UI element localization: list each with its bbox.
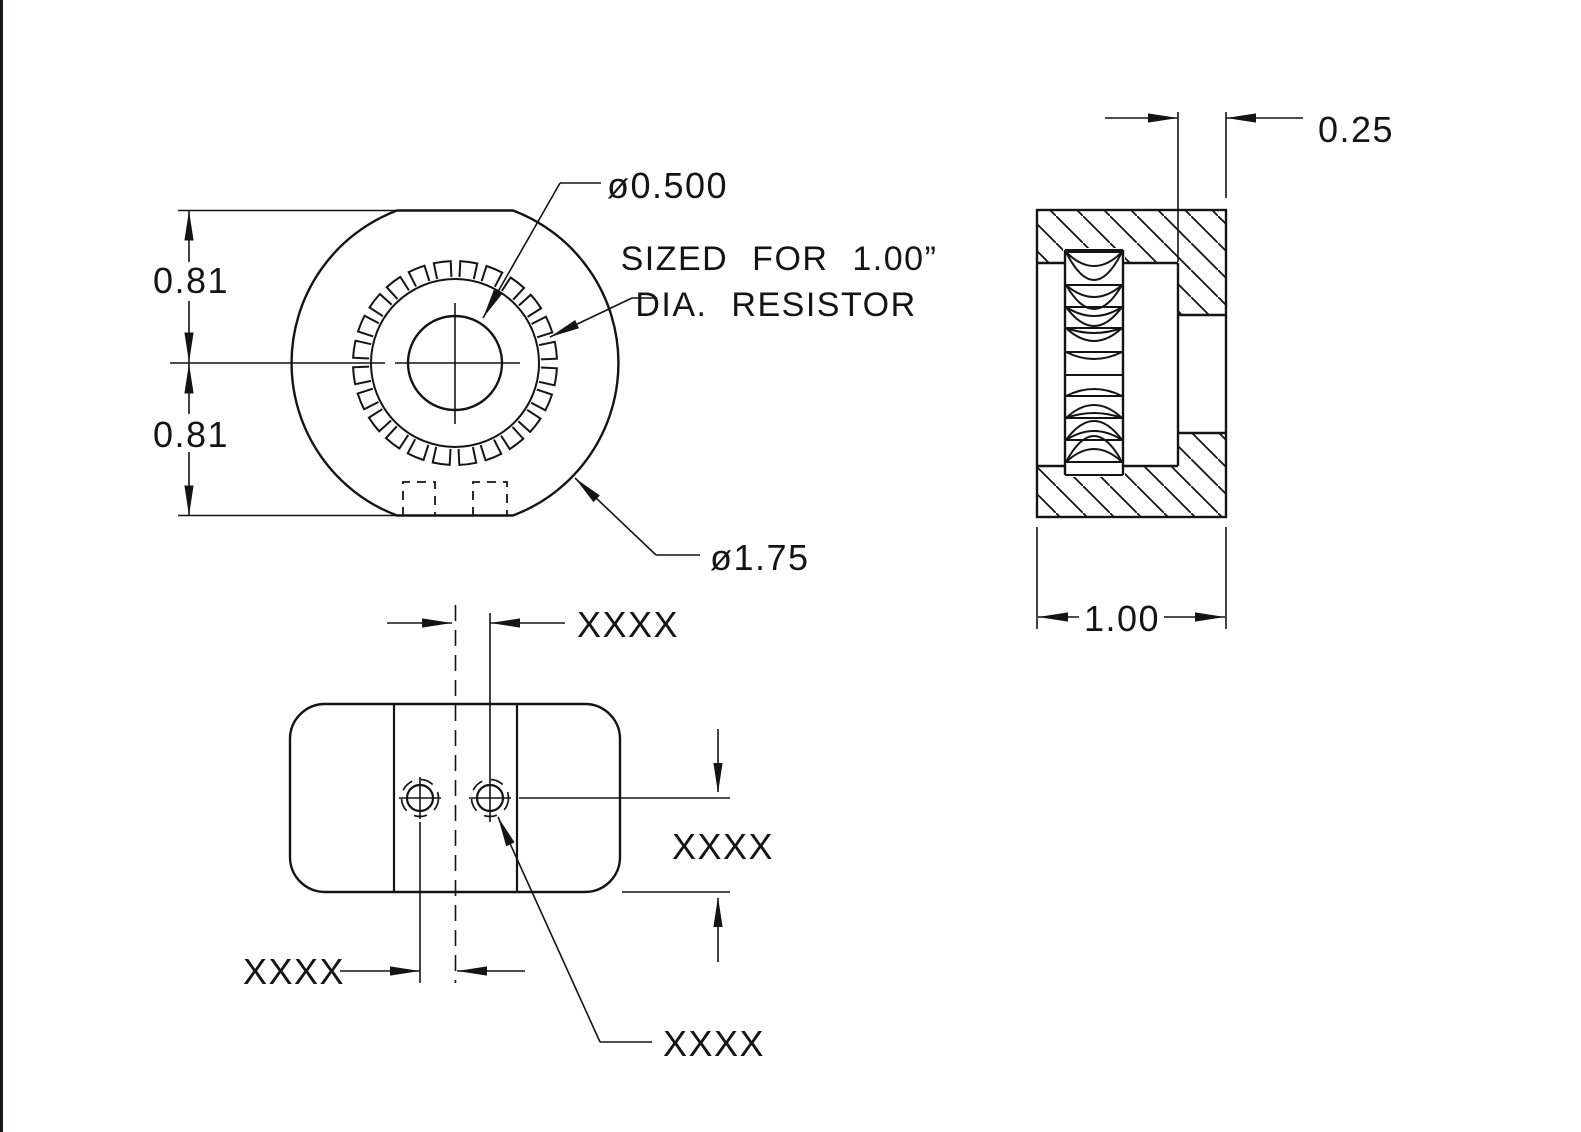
arrowhead xyxy=(490,618,520,628)
thread-arc xyxy=(1065,284,1123,310)
dim-label-lower-half: 0.81 xyxy=(153,414,229,455)
labels: 0.81 0.81 ø0.500 SIZED FOR 1.00” DIA. RE… xyxy=(153,109,1394,1064)
serrated-bore-mask xyxy=(1063,248,1125,477)
serration-tooth xyxy=(517,408,542,434)
thread-arc xyxy=(1065,251,1123,281)
arrowhead xyxy=(498,817,515,847)
serration-tooth xyxy=(407,264,431,287)
arrowhead xyxy=(457,966,487,976)
thread-arc xyxy=(1065,388,1123,397)
serration-tooth xyxy=(368,292,393,318)
dim-label-bottomleft-xxxx: XXXX xyxy=(243,951,345,992)
arrowhead xyxy=(184,485,194,516)
serration-tooth xyxy=(406,438,430,462)
arrowhead xyxy=(1038,612,1068,622)
serration-tooth xyxy=(480,264,504,288)
serration-tooth xyxy=(352,339,372,360)
arrowhead xyxy=(184,363,194,394)
side-view-edges xyxy=(1035,208,1228,519)
serration-tooth xyxy=(432,260,453,280)
thread-arc xyxy=(1065,412,1123,419)
serration-tooth xyxy=(500,276,526,301)
front-outline xyxy=(290,209,620,517)
hidden-notch-right xyxy=(472,481,508,516)
serration-teeth xyxy=(352,260,558,466)
side-view xyxy=(1035,208,1228,519)
serration-tooth xyxy=(384,425,410,450)
thread-arc xyxy=(1065,404,1123,419)
arrowhead xyxy=(483,289,502,318)
serration-tooth xyxy=(518,293,543,318)
arrowhead xyxy=(713,897,723,927)
serrated-bore-section xyxy=(1065,249,1123,476)
serration-tooth xyxy=(479,439,503,462)
serration-tooth xyxy=(431,446,452,466)
arrowheads xyxy=(184,113,1256,976)
thread-arc xyxy=(1065,430,1123,441)
hidden-notch-left xyxy=(402,481,436,516)
arrowhead xyxy=(184,332,194,363)
arrowhead xyxy=(1226,113,1256,123)
dim-line xyxy=(497,816,601,1043)
serration-tooth xyxy=(531,315,554,339)
serration-tooth xyxy=(356,387,379,411)
thread-arc xyxy=(1065,306,1123,317)
thread-arc xyxy=(1065,284,1123,298)
arrowhead xyxy=(713,763,723,793)
arrowhead xyxy=(390,966,420,976)
recess-depth-label: 0.25 xyxy=(1318,109,1394,150)
hole-callout-xxxx: XXXX xyxy=(663,1023,765,1064)
arrowhead xyxy=(422,618,452,628)
serration-tooth xyxy=(457,446,478,466)
arrowhead xyxy=(550,319,580,337)
thread-arc xyxy=(1065,351,1123,360)
thickness-label: 1.00 xyxy=(1084,598,1160,639)
dim-label-right-xxxx: XXXX xyxy=(672,826,774,867)
thread-arc xyxy=(1065,327,1123,334)
serration-tooth xyxy=(458,260,479,280)
front-hidden-notches xyxy=(402,481,508,516)
resistor-note-line2: DIA. RESISTOR xyxy=(635,286,916,324)
serration-tooth xyxy=(500,426,525,451)
thread-arc xyxy=(1065,327,1123,342)
serration-tooth xyxy=(356,314,380,338)
arrowhead xyxy=(184,210,194,241)
side-outline xyxy=(1035,208,1228,519)
thread-arc xyxy=(1065,306,1123,327)
resistor-note-line1: SIZED FOR 1.00” xyxy=(621,240,938,278)
arrowhead xyxy=(1195,612,1225,622)
outer-dia-callout: ø1.75 xyxy=(710,537,810,578)
arrowhead xyxy=(575,478,600,503)
thread-arc xyxy=(1065,251,1123,267)
serration-tooth xyxy=(385,275,410,300)
dim-label-upper-half: 0.81 xyxy=(153,260,229,301)
serration-tooth xyxy=(538,340,558,361)
arrowhead xyxy=(1148,113,1178,123)
thread-arc xyxy=(1065,448,1123,463)
hole-dia-callout: ø0.500 xyxy=(607,165,728,206)
thread-arc xyxy=(1065,435,1123,463)
serration-tooth xyxy=(352,365,372,386)
serration-tooth xyxy=(367,408,392,433)
thread-arc xyxy=(1065,420,1123,441)
dim-label-top-xxxx: XXXX xyxy=(577,604,679,645)
serration-tooth xyxy=(538,366,558,387)
serration-tooth xyxy=(530,388,554,412)
